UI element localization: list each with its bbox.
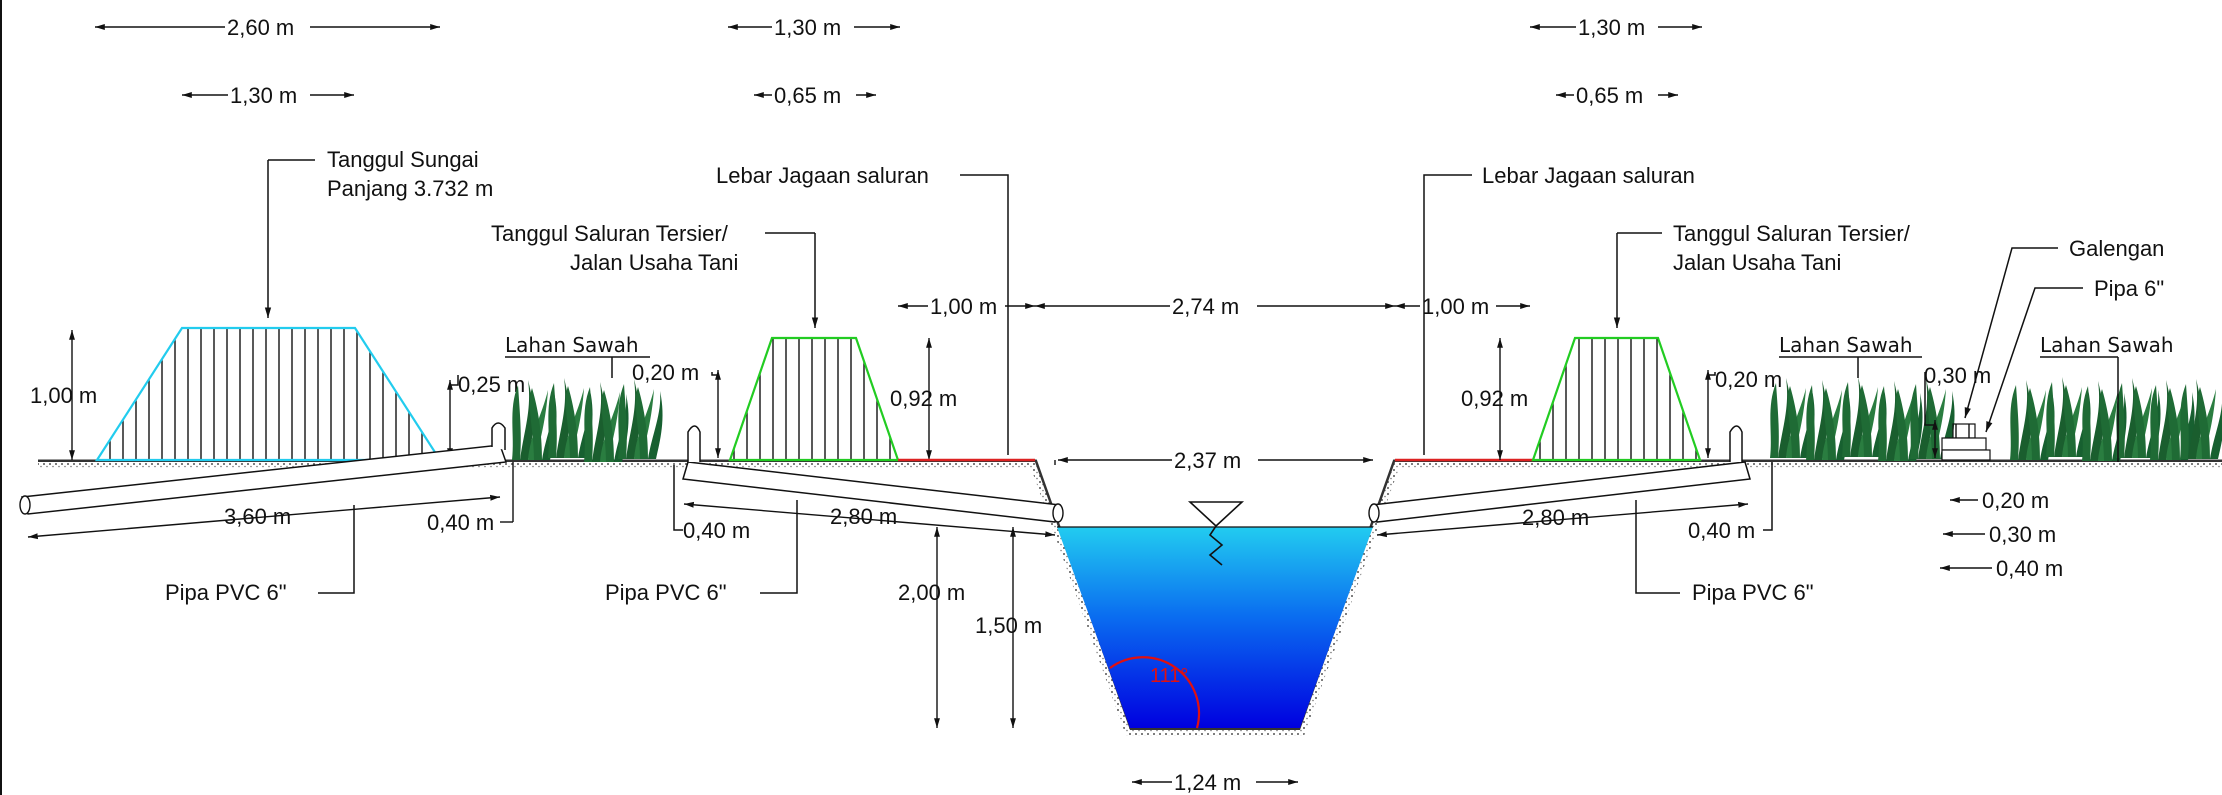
- dim-200-label: 2,00 m: [898, 580, 965, 605]
- bund-right: Tanggul Saluran Tersier/ Jalan Usaha Tan…: [1395, 221, 1911, 462]
- galengan: 0,30 m Galengan Pipa 6" 0,20 m 0,30 m 0,…: [1924, 236, 2164, 581]
- dim-100-left-label: 1,00 m: [930, 294, 997, 319]
- ground-line: [38, 459, 2222, 736]
- angle-label: 111°: [1150, 665, 1188, 687]
- pipe-280-right-dim: [1376, 501, 1749, 538]
- angle-arc: [1109, 656, 1200, 729]
- lahan-sawah-2-label: Lahan Sawah: [1779, 333, 1913, 357]
- jagaan-left-label: Lebar Jagaan saluran: [716, 163, 929, 188]
- dim-020-left-label: 0,20 m: [632, 360, 699, 385]
- dim-020-w-label: 0,20 m: [1982, 488, 2049, 513]
- pipa6-leader: [1985, 287, 2083, 433]
- pipe-360-dim: [27, 494, 501, 540]
- dim-065c-label: 0,65 m: [1576, 83, 1643, 108]
- dim-130a-label: 1,30 m: [230, 83, 297, 108]
- dim-274-label: 2,74 m: [1172, 294, 1239, 319]
- pipe-pvc-mid-label: Pipa PVC 6": [605, 580, 727, 605]
- pipe-pvc-right-label: Pipa PVC 6": [1692, 580, 1814, 605]
- pipe-280-left-dim: [683, 501, 1056, 538]
- galengan-label: Galengan: [2069, 236, 2164, 261]
- pipe-040-left-label: 0,40 m: [427, 510, 494, 535]
- pipe-040-right-label: 0,40 m: [1688, 518, 1755, 543]
- dim-237-label: 2,37 m: [1174, 448, 1241, 473]
- lahan-sawah-3-label: Lahan Sawah: [2040, 333, 2174, 357]
- pipe-280-right-label: 2,80 m: [1522, 505, 1589, 530]
- dim-150-label: 1,50 m: [975, 613, 1042, 638]
- dim-100-right-label: 1,00 m: [1422, 294, 1489, 319]
- bund-left-label-2: Jalan Usaha Tani: [570, 250, 738, 275]
- jagaan-right-leader: [1423, 174, 1472, 455]
- pipe-mid-left: 2,80 m 0,40 m Pipa PVC 6": [605, 425, 1064, 605]
- river-levee: Tanggul Sungai Panjang 3.732 m 1,00 m 0,…: [30, 147, 525, 462]
- levee-label-2: Panjang 3.732 m: [327, 176, 493, 201]
- pipe-left: 3,60 m 0,40 m Pipa PVC 6": [19, 422, 514, 605]
- lahan-sawah-2: Lahan Sawah: [1770, 333, 1955, 461]
- dim-030-w-label: 0,30 m: [1989, 522, 2056, 547]
- dim-092-right-label: 0,92 m: [1461, 386, 1528, 411]
- bund-left: Tanggul Saluran Tersier/ Jalan Usaha Tan…: [491, 221, 1035, 462]
- dim-020-right-label: 0,20 m: [1715, 367, 1782, 392]
- lahan-sawah-1: Lahan Sawah: [505, 333, 663, 462]
- pipe-360-label: 3,60 m: [224, 504, 291, 529]
- pipa6-label: Pipa 6": [2094, 276, 2164, 301]
- bund-left-label-1: Tanggul Saluran Tersier/: [491, 221, 729, 246]
- dim-124-label: 1,24 m: [1174, 770, 1241, 795]
- dim-130c-label: 1,30 m: [1578, 15, 1645, 40]
- jagaan-right-label: Lebar Jagaan saluran: [1482, 163, 1695, 188]
- dim-260-label: 2,60 m: [227, 15, 294, 40]
- pipe-mid-right: 2,80 m 0,40 m Pipa PVC 6": [1368, 425, 1814, 605]
- dim-130b-label: 1,30 m: [774, 15, 841, 40]
- pipe-pvc-left-label: Pipa PVC 6": [165, 580, 287, 605]
- levee-label-1: Tanggul Sungai: [327, 147, 479, 172]
- bund-right-label-2: Jalan Usaha Tani: [1673, 250, 1841, 275]
- pipe-040-mid-label: 0,40 m: [683, 518, 750, 543]
- galengan-leader: [1964, 247, 2058, 419]
- lahan-sawah-1-label: Lahan Sawah: [505, 333, 639, 357]
- dim-092-left-label: 0,92 m: [890, 386, 957, 411]
- top-dimensions: 2,60 m 1,30 m 1,30 m 0,65 m 1,30 m 0,65 …: [95, 15, 1702, 108]
- dim-025-label: 0,25 m: [458, 372, 525, 397]
- bund-right-label-1: Tanggul Saluran Tersier/: [1673, 221, 1911, 246]
- channel: 111° 2,37 m 2,00 m 1,50 m 1,24 m: [898, 448, 1373, 795]
- dim-030-label: 0,30 m: [1924, 363, 1991, 388]
- dim-065b-label: 0,65 m: [774, 83, 841, 108]
- channel-water: [1057, 527, 1373, 728]
- dim-040-w-label: 0,40 m: [1996, 556, 2063, 581]
- dim-100-label: 1,00 m: [30, 383, 97, 408]
- pipe-280-left-label: 2,80 m: [830, 504, 897, 529]
- guard-width-dims: 1,00 m 2,74 m 1,00 m Lebar Jagaan salura…: [716, 163, 1695, 455]
- jagaan-left-leader: [960, 174, 1009, 455]
- lahan-sawah-3: Lahan Sawah: [2010, 333, 2222, 462]
- water-level-symbol: [1187, 501, 1245, 528]
